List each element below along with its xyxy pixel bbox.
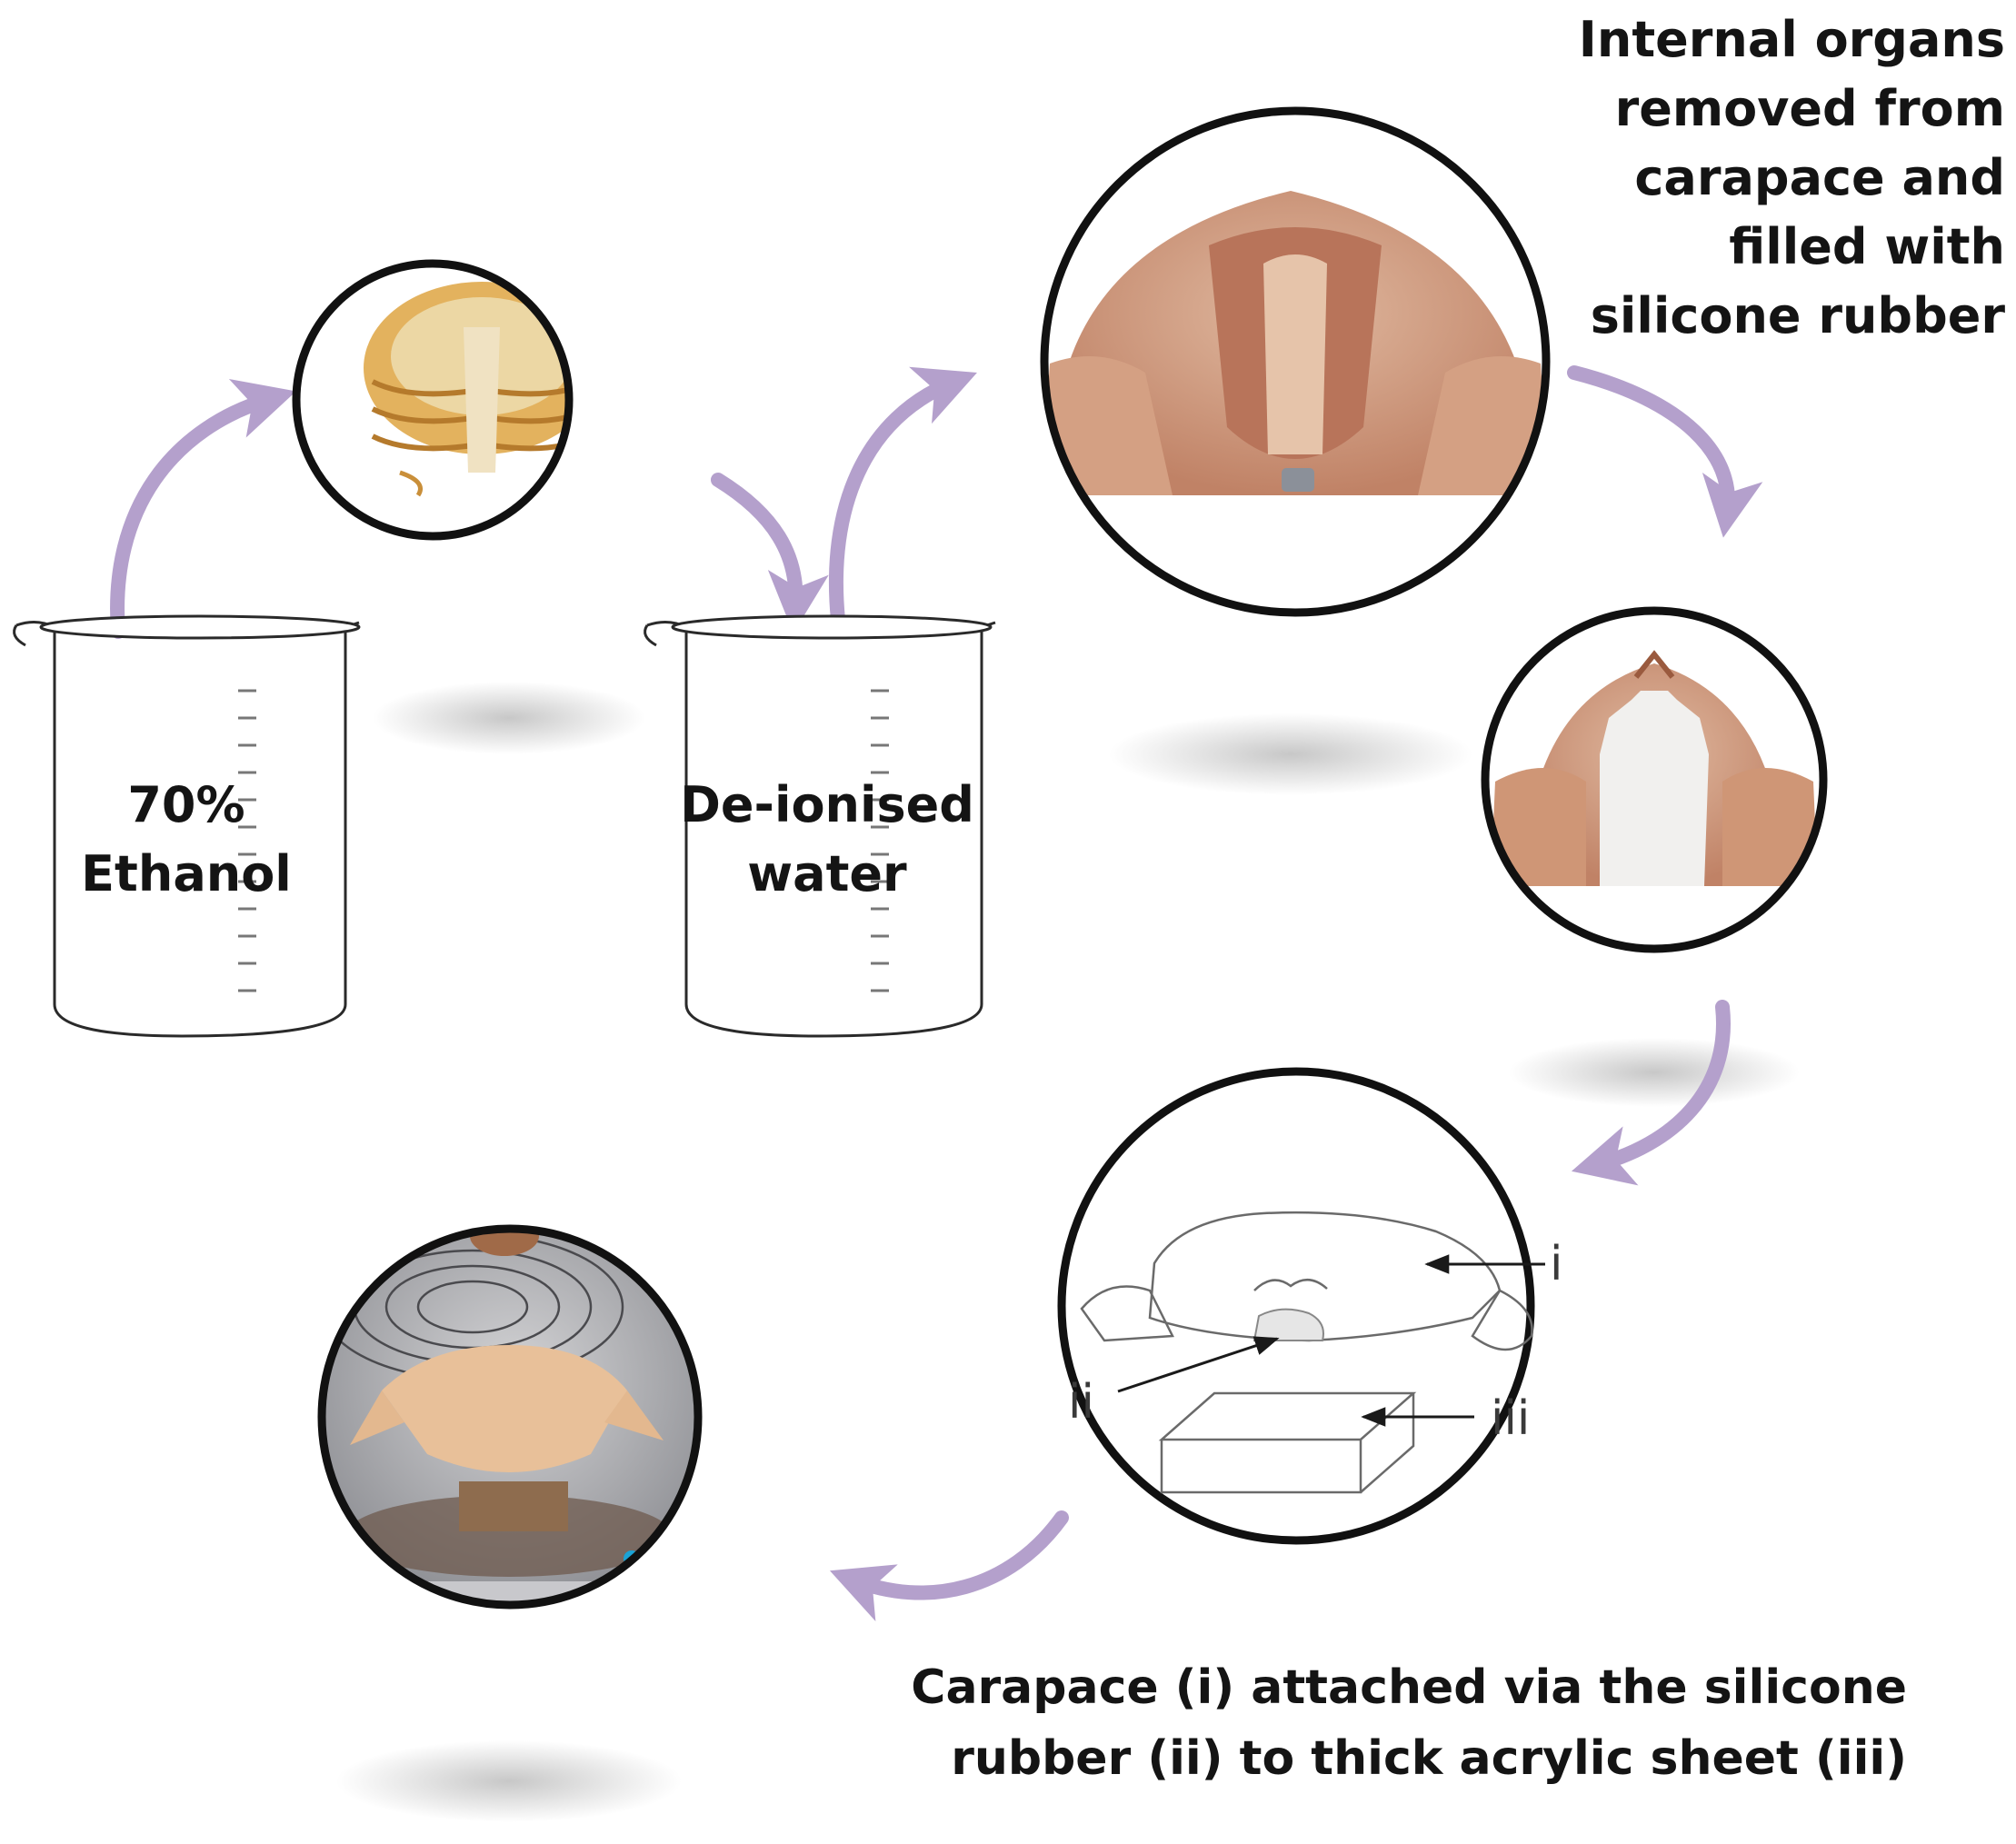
caption-line: carapace and: [1634, 149, 2005, 206]
attachment-caption: Carapace (i) attached via the silicone r…: [911, 1652, 1907, 1794]
caption-line: silicone rubber: [1590, 287, 2005, 344]
caption-line: rubber (ii) to thick acrylic sheet (iii): [951, 1731, 1907, 1786]
shadow: [1109, 713, 1472, 795]
sketch-pointers: [1117, 1254, 1545, 1427]
arrow-filled-to-sketch: [1571, 1000, 1731, 1186]
caption-line: filled with: [1729, 218, 2005, 275]
carapace-illustration: [1048, 191, 1542, 495]
filled-carapace-illustration: [1491, 650, 1818, 886]
caption-line: removed from: [1614, 80, 2005, 137]
shadow: [336, 1740, 682, 1822]
beaker-water: [644, 614, 996, 1038]
filled-carapace-circle: [1481, 606, 1828, 953]
beaker-ethanol-label-line1: 70%: [127, 776, 245, 833]
caption-line: Carapace (i) attached via the silicone: [911, 1660, 1907, 1715]
beaker-water-label-line1: De-ionised: [680, 776, 974, 833]
shadow: [373, 682, 645, 754]
arrow-ethanol-to-crab: [110, 379, 296, 639]
beaker-water-label-line2: water: [747, 845, 907, 902]
graduation-marks: [238, 689, 256, 992]
mounted-specimen-circle: [317, 1224, 703, 1610]
graduation-marks: [871, 689, 889, 992]
arrow-crab-to-water: [711, 473, 829, 633]
assembly-sketch-circle: i ii iii: [1057, 1067, 1562, 1545]
process-arrows: [110, 365, 1763, 1621]
arrow-water-to-carapace: [828, 366, 977, 627]
beaker-ethanol: [13, 614, 361, 1038]
shadow: [1509, 1038, 1800, 1107]
beaker-ethanol-label: 70% Ethanol: [36, 771, 336, 909]
beaker-ethanol-label-line2: Ethanol: [81, 845, 292, 902]
label-iii: iii: [1491, 1391, 1530, 1446]
crab-photo-circle: [292, 259, 574, 541]
beaker-water-label: De-ionised water: [664, 771, 991, 909]
arrow-sketch-to-photo: [829, 1510, 1069, 1621]
acrylic-sheet-outline: [1158, 1391, 1417, 1494]
silicone-patch: [1253, 1308, 1324, 1341]
caption-line: Internal organs: [1578, 11, 2005, 68]
mounted-specimen-illustration: [325, 1232, 694, 1601]
organs-removed-caption: Internal organs removed from carapace an…: [1579, 5, 2005, 351]
empty-carapace-circle: [1040, 106, 1551, 617]
label-i: i: [1550, 1237, 1562, 1291]
arrow-carapace-to-filled: [1567, 365, 1763, 538]
label-ii: ii: [1068, 1375, 1094, 1430]
